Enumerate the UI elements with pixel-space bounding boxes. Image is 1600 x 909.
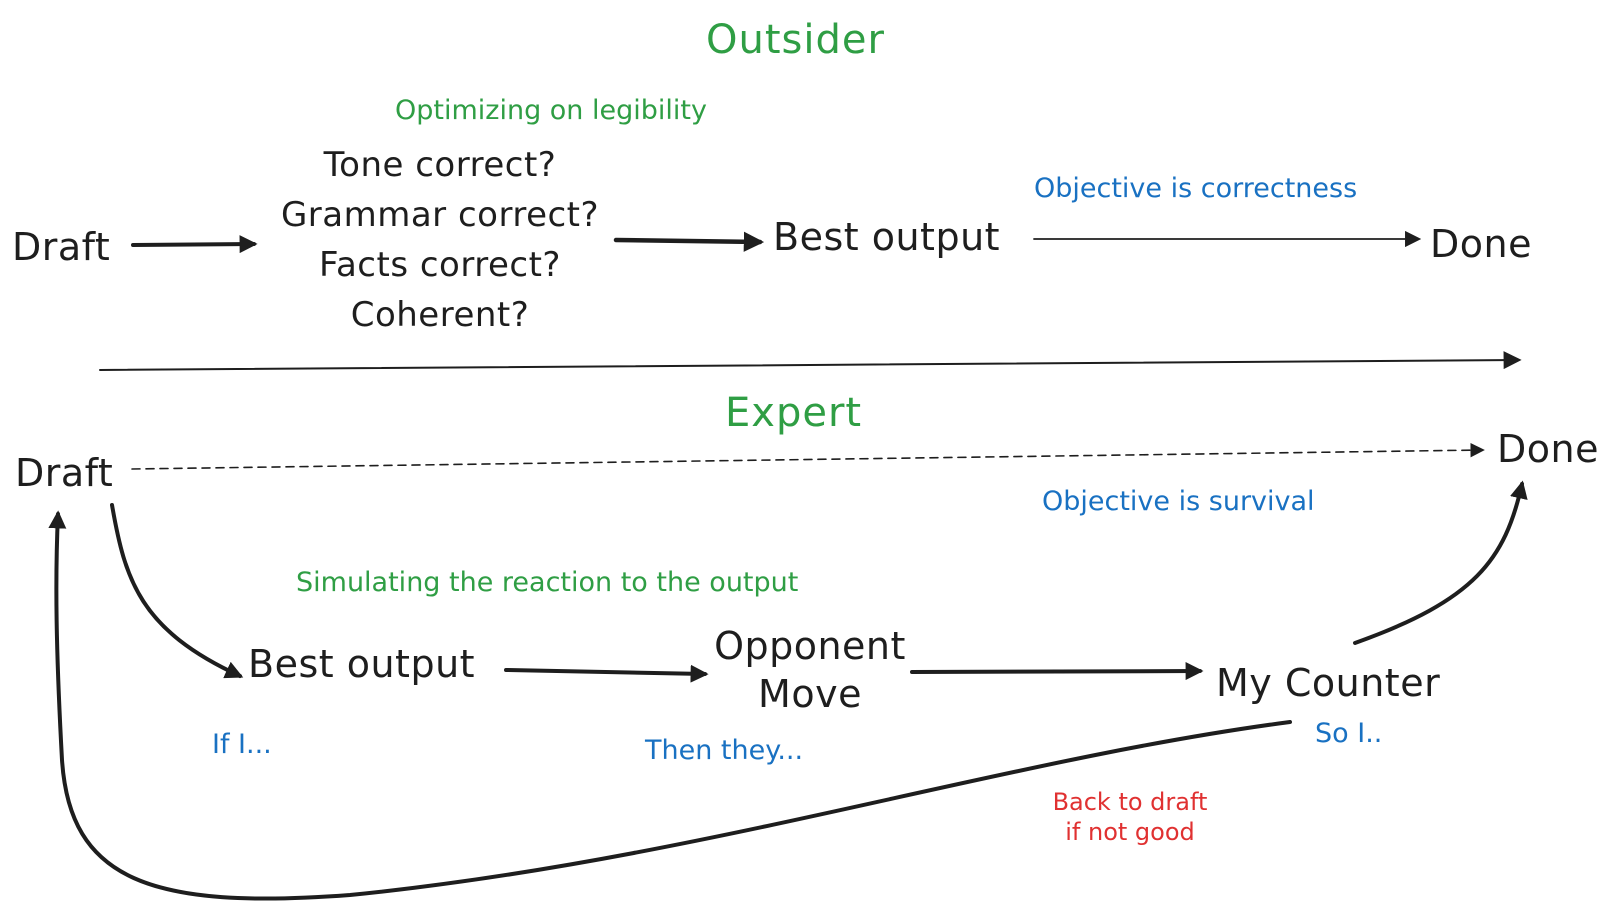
outsider-title: Outsider <box>706 17 885 63</box>
expert-done-node: Done <box>1497 427 1599 471</box>
outsider-check-grammar: Grammar correct? <box>280 195 600 235</box>
so-i-note: So I.. <box>1315 718 1383 749</box>
arrow-counter-to-done <box>1353 480 1528 645</box>
outsider-draft-node: Draft <box>12 225 111 269</box>
divider-arrow <box>99 351 1522 371</box>
outsider-check-tone: Tone correct? <box>323 145 557 185</box>
outsider-done-node: Done <box>1430 222 1532 266</box>
expert-title: Expert <box>725 390 863 436</box>
arrow-draft-to-checks <box>131 235 258 254</box>
back-to-draft-line-2: if not good <box>1065 818 1195 846</box>
outsider-objective: Objective is correctness <box>1034 173 1358 204</box>
expert-best-output-node: Best output <box>248 642 476 686</box>
back-to-draft-note: Back to draft if not good <box>1015 790 1245 844</box>
if-i-note: If I... <box>212 729 272 760</box>
arrow-checks-to-best-output <box>613 231 765 252</box>
expert-objective: Objective is survival <box>1042 486 1315 517</box>
opponent-line-1: Opponent <box>714 624 906 668</box>
arrow-best-output-to-opponent <box>504 664 709 683</box>
outsider-best-output-node: Best output <box>773 215 1001 259</box>
then-they-note: Then they... <box>645 735 804 766</box>
expert-counter-node: My Counter <box>1216 661 1441 705</box>
outsider-subtitle: Optimizing on legibility <box>395 95 707 126</box>
arrow-draft-to-best-output <box>110 503 244 679</box>
opponent-line-2: Move <box>758 672 862 716</box>
dashed-arrow-draft-to-done <box>131 442 1485 470</box>
outsider-check-coherent: Coherent? <box>350 295 530 335</box>
expert-opponent-node: Opponent Move <box>700 627 920 713</box>
outsider-check-facts: Facts correct? <box>319 245 561 285</box>
arrow-opponent-to-counter <box>910 662 1204 681</box>
arrow-loop-back-to-draft <box>48 510 1292 901</box>
expert-draft-node: Draft <box>15 451 114 495</box>
expert-subtitle: Simulating the reaction to the output <box>296 567 799 598</box>
back-to-draft-line-1: Back to draft <box>1052 788 1208 816</box>
